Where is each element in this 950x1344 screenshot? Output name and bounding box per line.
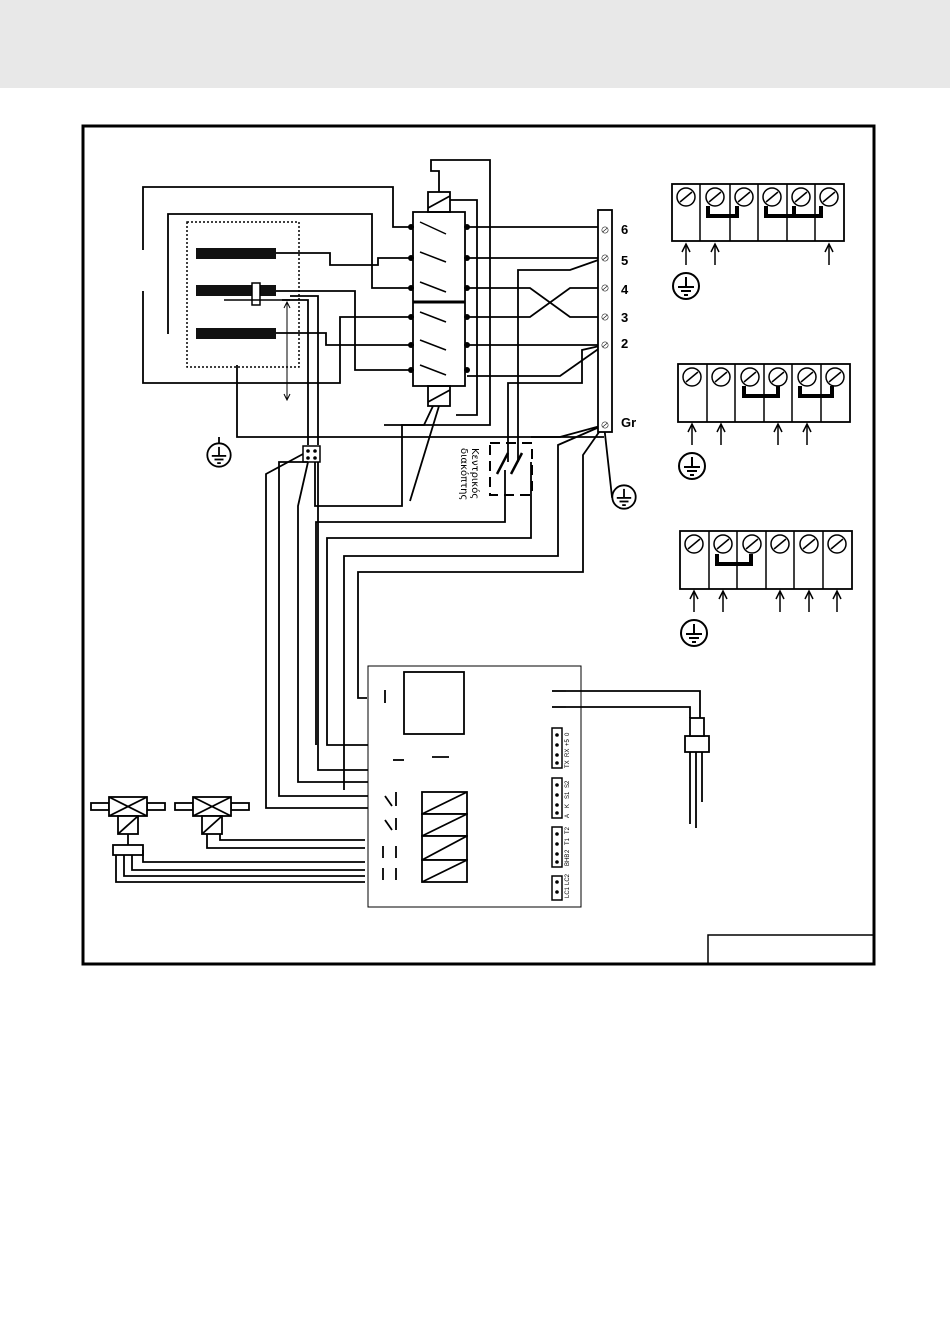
contactor-switches — [420, 222, 446, 375]
pin-label-lc2: LC2 — [565, 873, 571, 885]
pin-label-bhb: BHB — [565, 854, 571, 866]
control-board: LC1 LC2 BHB 2 T1 T2 A K S1 S2 TX RX +5 0 — [368, 666, 581, 907]
terminal-label-gr: Gr — [621, 415, 636, 430]
terminal-label-6: 6 — [621, 222, 628, 237]
pin-label-lc1: LC1 — [565, 886, 571, 898]
pin-label-s2: S2 — [565, 780, 571, 788]
valve-wiring — [116, 834, 365, 882]
pin-label-plus5: +5 — [565, 738, 571, 746]
heating-element-2 — [196, 285, 276, 296]
terminal-block-3 — [680, 531, 852, 646]
terminal-label-5: 5 — [621, 253, 628, 268]
pin-label-t2: T2 — [565, 826, 571, 834]
heater-element-group — [187, 222, 299, 400]
heater-wiring — [143, 187, 604, 445]
main-switch-label-2: διακόπτης — [458, 448, 470, 500]
relay-coil-icon — [422, 792, 467, 882]
ground-icon — [207, 443, 635, 508]
terminal-block-2 — [678, 364, 850, 479]
junction-box — [303, 446, 320, 462]
pin-label-t1: T1 — [565, 837, 571, 845]
pin-label-k: K — [565, 804, 571, 808]
terminal-label-2: 2 — [621, 336, 628, 351]
pin-label-tx: TX — [565, 760, 571, 768]
main-switch-label-1: Κεντρικός — [469, 448, 481, 499]
pin-label-rx: RX — [565, 749, 571, 757]
solenoid-valve-icon — [91, 797, 249, 855]
title-block — [708, 935, 874, 964]
heating-element-3 — [196, 328, 276, 339]
pin-label-s1: S1 — [565, 791, 571, 799]
thermostat-bulb — [252, 283, 260, 305]
terminal-block-1 — [672, 184, 844, 299]
main-switch: Κεντρικός διακόπτης — [458, 443, 532, 500]
terminal-label-3: 3 — [621, 310, 628, 325]
display-module — [404, 672, 464, 734]
contactor-terminals — [408, 224, 470, 373]
control-wiring — [266, 454, 385, 808]
terminal-strip: 6 5 4 3 2 Gr — [598, 210, 636, 432]
pin-label-a: A — [565, 814, 571, 818]
sensor-probe-icon — [566, 691, 709, 828]
terminal-label-4: 4 — [621, 282, 629, 297]
heating-element-1 — [196, 248, 276, 259]
